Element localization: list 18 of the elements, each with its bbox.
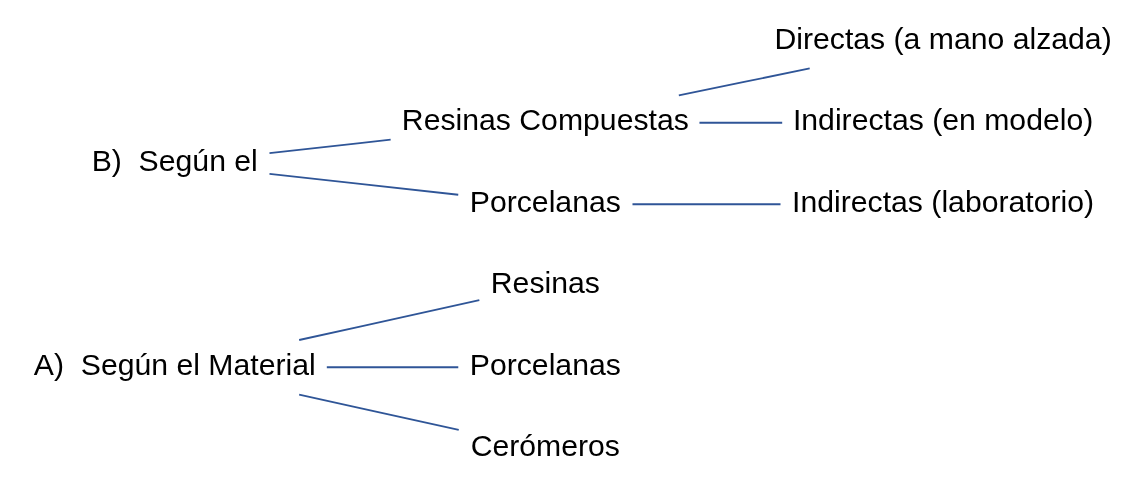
node-text: Indirectas (laboratorio)	[791, 184, 1094, 218]
connector	[268, 172, 459, 196]
node-text: Cerómeros	[470, 429, 620, 463]
node-text: B) Según el	[91, 144, 258, 178]
connector	[631, 203, 781, 206]
node-text: Indirectas (en modelo)	[792, 103, 1093, 137]
connector	[677, 67, 811, 97]
node-text: Porcelanas	[469, 184, 621, 218]
connector	[297, 299, 480, 341]
node-text: Resinas	[490, 266, 600, 300]
connector	[268, 138, 392, 155]
connector	[297, 393, 460, 431]
node-text: Resinas Compuestas	[401, 103, 689, 137]
node-text: Directas (a mano alzada)	[773, 21, 1112, 55]
node-text: Porcelanas	[469, 347, 621, 381]
connector	[698, 121, 783, 124]
connector	[325, 366, 459, 369]
node-text: A) Según el Material	[33, 347, 316, 381]
